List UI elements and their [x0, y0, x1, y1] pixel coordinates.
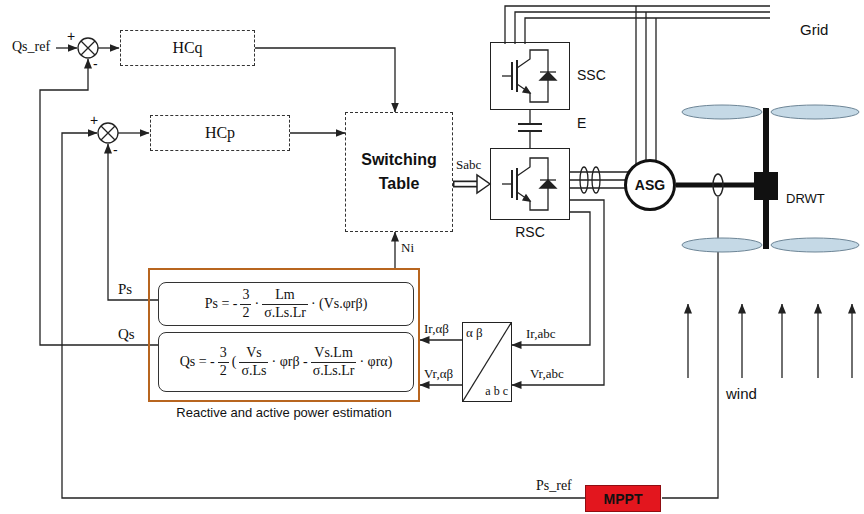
- sign-mark: -: [93, 57, 98, 72]
- formula-term: Vs.Lm: [312, 345, 355, 361]
- rotor-line: [570, 172, 632, 188]
- formula-term: · φrα): [359, 354, 392, 370]
- hysteresis-controller: HCp: [150, 115, 290, 151]
- fraction: Vsσ.Ls: [239, 345, 268, 378]
- estimator-panel: Reactive and active power estimationPs =…: [148, 268, 420, 402]
- formula-term: ·: [254, 296, 259, 312]
- switching-table: Switching Table: [345, 112, 453, 232]
- current-sensor: [580, 167, 588, 193]
- component-name: wind: [726, 386, 757, 403]
- formula-term: 3: [240, 287, 251, 303]
- mppt-block: MPPT: [585, 485, 661, 512]
- formula-term: 2: [240, 304, 251, 321]
- formula-term: Vs: [244, 345, 264, 361]
- signal-name: Ps_ref: [536, 478, 572, 493]
- formula-box: Qs = -32(Vsσ.Ls· φrβ -Vs.Lmσ.Ls.Lr· φrα): [158, 332, 414, 392]
- formula-term: 2: [218, 362, 229, 379]
- node-label: Switching Table: [346, 148, 452, 196]
- signal-name: Qs_ref: [12, 39, 50, 54]
- signal-label: Vr,αβ: [424, 367, 453, 381]
- feedback-wire: [40, 59, 162, 345]
- signal-label: Vr,abc: [530, 367, 564, 381]
- capacitor-symbol: [518, 124, 542, 131]
- signal-name: Ps: [118, 281, 132, 298]
- reference-wire: [56, 47, 77, 48]
- igbt-symbol: [502, 158, 556, 210]
- wind-turbine: [676, 105, 859, 252]
- signal-label: Ir,abc: [526, 327, 555, 341]
- formula-term: Ps = -: [205, 296, 238, 312]
- node-label: SSC: [577, 67, 606, 83]
- node-label: a b c: [485, 384, 508, 399]
- fraction: 32: [240, 287, 251, 320]
- dc-link: [529, 110, 530, 148]
- signal-arrow: [255, 48, 395, 112]
- node-label: HCq: [172, 39, 202, 57]
- component-name: DRWT: [786, 192, 825, 206]
- summing-junction: [98, 123, 118, 143]
- formula-term: Qs = -: [180, 354, 215, 370]
- node-label: α β: [466, 325, 483, 341]
- signal-arrow: [290, 132, 345, 133]
- node-label: RSC: [491, 224, 569, 240]
- sign-mark: +: [90, 113, 98, 128]
- summing-junction: [78, 38, 98, 58]
- sign-mark: -: [113, 143, 118, 158]
- node-label: ASG: [635, 177, 665, 193]
- component-name: E: [577, 116, 586, 131]
- error-wire: [98, 47, 119, 48]
- igbt-symbol: [502, 50, 556, 102]
- component-name: Grid: [800, 22, 828, 39]
- fraction: Vs.Lmσ.Ls.Lr: [311, 345, 357, 378]
- feedback-wire: [108, 144, 162, 300]
- hollow-arrow: [453, 175, 490, 193]
- wind-arrow: [688, 304, 852, 378]
- formula-term: σ.Ls.Lr: [262, 304, 308, 321]
- formula-term: σ.Ls: [239, 362, 268, 379]
- formula-term: (: [232, 354, 237, 370]
- error-wire: [118, 132, 149, 133]
- sign-mark: +: [67, 29, 75, 44]
- signal-arrow: [394, 232, 395, 268]
- generator-circle: ASG: [624, 159, 676, 211]
- node-label: MPPT: [604, 491, 643, 507]
- converter-box: SSC: [490, 42, 570, 110]
- voltage-sensor: [592, 167, 600, 193]
- node-label: HCp: [205, 124, 235, 142]
- signal-label: Sabc: [456, 158, 481, 172]
- panel-caption: Reactive and active power estimation: [130, 405, 438, 420]
- fraction: 32: [218, 345, 229, 378]
- hysteresis-controller: HCq: [120, 30, 255, 66]
- formula-term: 3: [218, 345, 229, 361]
- formula-term: σ.Ls.Lr: [311, 362, 357, 379]
- transform-block: α β a b c: [462, 322, 512, 402]
- reference-wire: [62, 133, 588, 498]
- signal-arrow: [420, 384, 462, 385]
- formula-term: · φrβ -: [271, 354, 307, 370]
- signal-label: Ni: [401, 241, 414, 255]
- signal-arrow: [420, 339, 462, 340]
- signal-name: Qs: [118, 326, 135, 343]
- grid-line: [505, 6, 770, 44]
- stator-line: [636, 6, 656, 170]
- formula-term: · (Vs.φrβ): [311, 296, 367, 312]
- formula-term: Lm: [273, 287, 296, 303]
- formula-box: Ps = -32·Lmσ.Ls.Lr· (Vs.φrβ): [158, 282, 414, 326]
- signal-label: Ir,αβ: [424, 322, 449, 336]
- fraction: Lmσ.Ls.Lr: [262, 287, 308, 320]
- converter-box: RSC: [490, 148, 570, 220]
